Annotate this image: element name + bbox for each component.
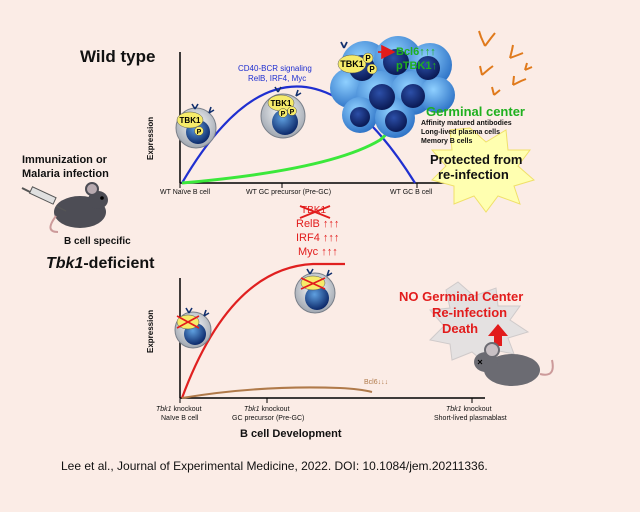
ko-title-suffix: -deficient <box>83 255 155 272</box>
mouse-right <box>474 342 554 386</box>
ko-tick3: Tbk1 knockout <box>446 406 492 413</box>
wt-naive-tbk1-label: TBK1 <box>180 116 201 125</box>
wt-naive-p-label: P <box>197 129 202 136</box>
wt-signaling-line2: RelB, IRF4, Myc <box>248 74 307 83</box>
wt-ylabel: Expression <box>146 116 155 160</box>
wt-signaling-line1: CD40-BCR signaling <box>238 64 312 73</box>
ko-tick3-gene: Tbk1 <box>446 406 462 413</box>
ko-red-curve <box>180 262 345 399</box>
wt-pregc-p1-label: P <box>281 111 286 118</box>
wt-pregc-tbk1-label: TBK1 <box>271 99 292 108</box>
ko-tick1-rest: knockout <box>171 406 202 413</box>
ko-tick2-rest: knockout <box>259 406 290 413</box>
gc-p2-label: P <box>369 65 375 74</box>
reinfection-label: Re-infection <box>432 305 508 320</box>
ko-brown-curve <box>181 386 373 399</box>
wt-tick-pregc: WT GC precursor (Pre-GC) <box>246 189 332 196</box>
ko-tick1-line2: Naïve B cell <box>161 415 199 422</box>
germinal-center-title: Germinal center <box>426 104 525 119</box>
death-label: Death <box>442 321 479 336</box>
ptbk1-up-label: pTBK1↑ <box>396 60 437 72</box>
b-cell-specific-label: B cell specific <box>64 236 131 247</box>
gc-outcome-line1: Affinity matured antibodies <box>421 120 512 127</box>
germinal-center-cluster: TBK1 P P <box>330 36 455 138</box>
ko-tick2-line2: GC precursor (Pre-GC) <box>232 415 305 422</box>
mouse-left <box>49 182 108 233</box>
wt-pregc-p2-label: P <box>290 109 295 116</box>
wt-tick-gc: WT GC B cell <box>390 189 433 196</box>
wild-type-title: Wild type <box>80 47 156 66</box>
wt-tick-naive: WT Naïve B cell <box>160 189 211 196</box>
ko-tick1: Tbk1 knockout <box>156 406 202 413</box>
immunization-line1: Immunization or <box>22 154 107 166</box>
citation: Lee et al., Journal of Experimental Medi… <box>61 459 488 473</box>
ko-tick2-gene: Tbk1 <box>244 406 260 413</box>
no-gc-label: NO Germinal Center <box>399 289 524 304</box>
tbk1-struck-label: TBK1 <box>301 205 327 216</box>
wt-naive-cell: TBK1 P <box>175 103 217 149</box>
ko-xlabel: B cell Development <box>240 428 342 440</box>
ko-tick3-rest: knockout <box>461 406 492 413</box>
ko-naive-cell <box>174 307 212 349</box>
protected-starburst <box>430 127 536 213</box>
antibody-icons <box>478 30 533 96</box>
tbk1-strike-mark <box>299 205 331 219</box>
gc-outcome-line3: Memory B cells <box>421 138 473 145</box>
ko-ylabel: Expression <box>146 309 155 353</box>
ko-tick2: Tbk1 knockout <box>244 406 290 413</box>
irf4-up-label: IRF4 ↑↑↑ <box>296 232 340 244</box>
protected-line2: re-infection <box>438 167 509 182</box>
up-arrow-icon <box>488 324 508 346</box>
syringe-icon <box>21 186 67 212</box>
ko-tick1-gene: Tbk1 <box>156 406 172 413</box>
wt-pregc-cell: TBK1 P P <box>260 86 306 139</box>
bcl6-down-label: Bcl6↓↓↓ <box>364 379 389 386</box>
immunization-line2: Malaria infection <box>22 168 109 180</box>
bcl6-up-label: Bcl6↑↑↑ <box>396 46 436 58</box>
ko-title-gene: Tbk1 <box>46 255 84 272</box>
ko-tick3-line2: Short-lived plasmablast <box>434 415 507 422</box>
protected-line1: Protected from <box>430 152 523 167</box>
ko-pregc-cell <box>294 268 336 314</box>
gc-outcome-line2: Long-lived plasma cells <box>421 129 500 136</box>
myc-up-label: Myc ↑↑↑ <box>298 246 338 258</box>
ko-title: Tbk1-deficient <box>46 255 154 273</box>
relb-up-label: RelB ↑↑↑ <box>296 218 340 230</box>
gc-p1-label: P <box>365 54 371 63</box>
gc-tbk1-label: TBK1 <box>340 59 364 69</box>
